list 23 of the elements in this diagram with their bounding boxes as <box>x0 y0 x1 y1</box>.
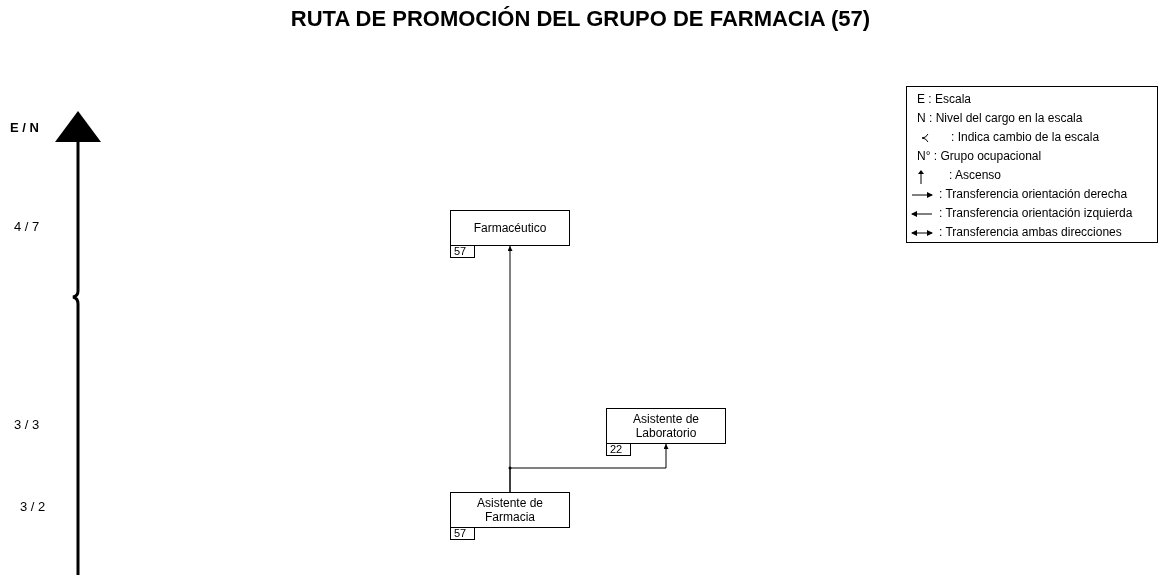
job-position-box <box>606 408 726 444</box>
position-title: Farmacéutico <box>473 221 547 235</box>
scale-level-label: 4 / 7 <box>14 219 40 234</box>
legend-text: : Transferencia orientación izquierda <box>939 206 1133 222</box>
group-number-tag: 22 <box>606 444 631 456</box>
position-title: Asistente de Laboratorio <box>631 412 700 440</box>
diagram-title: RUTA DE PROMOCIÓN DEL GRUPO DE FARMACIA (57) <box>289 6 872 32</box>
group-number-tag: 57 <box>450 528 475 540</box>
position-title: Asistente de Farmacia <box>475 496 544 524</box>
axis-title: E / N <box>10 120 39 135</box>
legend-text: : Ascenso <box>949 168 1002 184</box>
job-position-box <box>450 210 570 246</box>
legend-text: E : Escala <box>917 92 972 108</box>
group-number-tag: 57 <box>450 246 475 258</box>
scale-level-label: 3 / 3 <box>14 417 40 432</box>
legend-text: N : Nivel del cargo en la escala <box>917 111 1083 127</box>
legend-text: : Indica cambio de la escala <box>951 130 1100 146</box>
legend-text: N° : Grupo ocupacional <box>917 149 1042 165</box>
job-position-box <box>450 492 570 528</box>
scale-level-label: 3 / 2 <box>20 499 46 514</box>
promotion-arrow <box>509 443 669 493</box>
legend-text: : Transferencia orientación derecha <box>939 187 1128 203</box>
legend-text: : Transferencia ambas direcciones <box>939 225 1122 241</box>
